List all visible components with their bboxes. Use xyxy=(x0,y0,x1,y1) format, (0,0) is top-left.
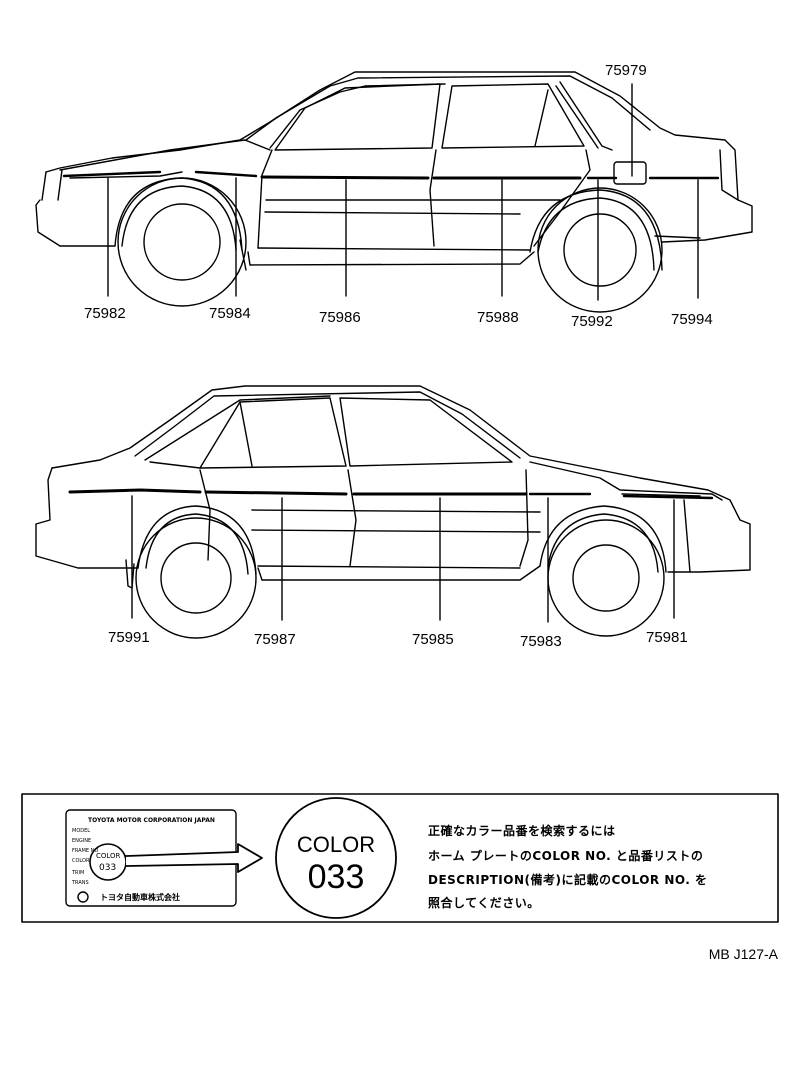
lower-car-side-view xyxy=(35,385,751,639)
color-note-box xyxy=(21,793,779,923)
plate-field: TRIM xyxy=(71,870,84,876)
plate-field: ENGINE xyxy=(72,838,91,844)
lower-leader-lines xyxy=(131,495,675,623)
upper-callouts: 75979 75982 75984 75986 75988 75992 7599… xyxy=(84,62,713,330)
color-badge-label: COLOR xyxy=(297,832,375,857)
color-note-line: DESCRIPTION(備考)に記載のCOLOR NO. を xyxy=(428,873,708,887)
callout-label: 75979 xyxy=(605,62,647,79)
callout-label: 75986 xyxy=(319,309,361,326)
color-badge: COLOR 033 xyxy=(275,797,397,919)
callout-label: 75991 xyxy=(108,629,150,646)
plate-field: COLOR xyxy=(72,858,90,864)
plate-color-label: COLOR xyxy=(96,852,121,860)
callout-label: 75992 xyxy=(571,313,613,330)
callout-label: 75982 xyxy=(84,305,126,322)
plate-maker: TOYOTA MOTOR CORPORATION JAPAN xyxy=(88,817,215,824)
lower-callouts: 75991 75987 75985 75983 75981 xyxy=(108,629,688,650)
plate-field: TRANS xyxy=(71,880,89,886)
home-plate-illustration: TOYOTA MOTOR CORPORATION JAPAN MODEL ENG… xyxy=(65,809,263,907)
color-note-line: 正確なカラー品番を検索するには xyxy=(428,824,616,838)
callout-label: 75983 xyxy=(520,633,562,650)
plate-field: MODEL xyxy=(72,828,90,834)
plate-color-value: 033 xyxy=(99,863,116,873)
color-badge-value: 033 xyxy=(308,858,365,896)
upper-leader-lines xyxy=(107,83,699,301)
color-note-line: 照合してください。 xyxy=(428,896,540,910)
upper-car-side-view xyxy=(35,71,753,313)
drawing-code: MB J127-A xyxy=(708,946,778,962)
callout-label: 75984 xyxy=(209,305,251,322)
color-note-line: ホーム プレートのCOLOR NO. と品番リストの xyxy=(428,849,704,863)
plate-field: FRAME NO xyxy=(72,848,98,854)
callout-label: 75988 xyxy=(477,309,519,326)
plate-footer: トヨタ自動車株式会社 xyxy=(100,892,180,902)
callout-label: 75987 xyxy=(254,631,296,648)
callout-label: 75994 xyxy=(671,311,713,328)
callout-label: 75981 xyxy=(646,629,688,646)
callout-label: 75985 xyxy=(412,631,454,648)
